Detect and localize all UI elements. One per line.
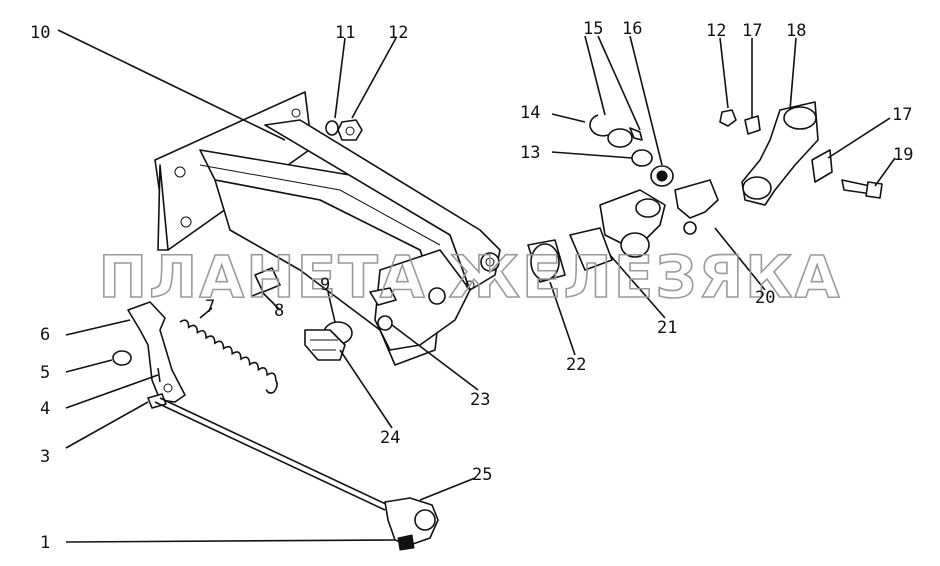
callout-17b: 17 bbox=[892, 105, 912, 125]
callout-labels: 10 11 12 15 16 12 17 18 14 13 17 19 20 2… bbox=[30, 19, 913, 553]
spring bbox=[179, 319, 278, 394]
callout-6: 6 bbox=[40, 325, 50, 345]
callout-22: 22 bbox=[566, 355, 586, 375]
callout-10: 10 bbox=[30, 23, 50, 43]
callout-4: 4 bbox=[40, 399, 50, 419]
shaft-components bbox=[527, 114, 719, 283]
callout-7: 7 bbox=[205, 297, 215, 317]
callout-9: 9 bbox=[320, 275, 330, 295]
callout-11: 11 bbox=[335, 23, 355, 43]
callout-17: 17 bbox=[742, 21, 762, 41]
callout-23: 23 bbox=[470, 390, 490, 410]
callout-12b: 12 bbox=[706, 21, 726, 41]
callout-14: 14 bbox=[520, 103, 540, 123]
callout-15: 15 bbox=[583, 19, 603, 39]
washer-and-nut bbox=[325, 119, 363, 141]
callout-19: 19 bbox=[893, 145, 913, 165]
callout-20: 20 bbox=[755, 288, 775, 308]
callout-3: 3 bbox=[40, 447, 50, 467]
callout-21: 21 bbox=[657, 318, 677, 338]
callout-16: 16 bbox=[622, 19, 642, 39]
callout-5: 5 bbox=[40, 363, 50, 383]
callout-25: 25 bbox=[472, 465, 492, 485]
watermark: ПЛАНЕТА ЖЕЛЕЗЯКА bbox=[99, 243, 842, 311]
callout-13: 13 bbox=[520, 143, 540, 163]
lever-assembly bbox=[112, 301, 186, 409]
pin-and-bolt bbox=[251, 267, 397, 361]
callout-1: 1 bbox=[40, 533, 50, 553]
callout-12: 12 bbox=[388, 23, 408, 43]
control-rod bbox=[154, 397, 439, 551]
callout-24: 24 bbox=[380, 428, 400, 448]
leader-lines bbox=[57, 29, 896, 543]
callout-8: 8 bbox=[274, 301, 284, 321]
fork-assembly bbox=[719, 101, 883, 206]
callout-18: 18 bbox=[786, 21, 806, 41]
